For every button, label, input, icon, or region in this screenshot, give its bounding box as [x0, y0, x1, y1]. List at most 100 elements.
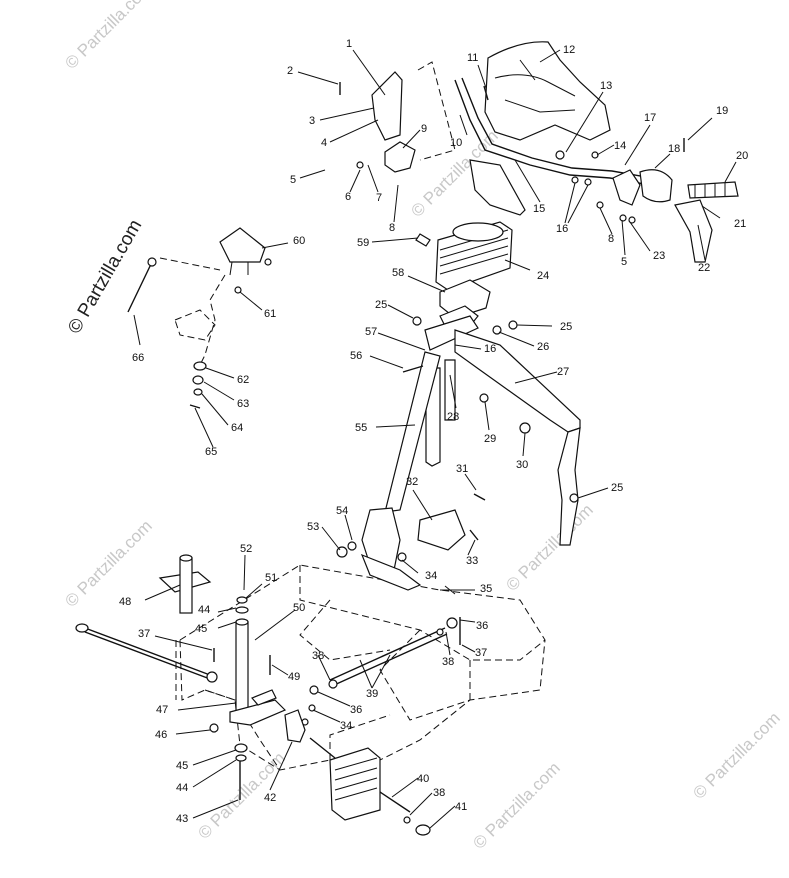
mount-bracket [384, 141, 416, 173]
callout-label: 62 [237, 374, 249, 386]
callout-label: 3 [309, 115, 315, 127]
throttle-bracket [371, 71, 403, 141]
callout-label: 5 [290, 174, 296, 186]
handlebar-pad [484, 41, 611, 141]
callout-label: 8 [608, 233, 614, 245]
callout-label: 28 [447, 411, 459, 423]
callout-label: 15 [533, 203, 545, 215]
callout-label: 20 [736, 150, 748, 162]
callout-label: 9 [421, 123, 427, 135]
callout-label: 48 [119, 596, 131, 608]
handlebar-riser [469, 159, 526, 216]
callout-label: 2 [287, 65, 293, 77]
switch-housing [639, 169, 673, 203]
callout-label: 49 [288, 671, 300, 683]
callout-label: 53 [307, 521, 319, 533]
callout-label: 51 [265, 572, 277, 584]
callout-label: 46 [155, 729, 167, 741]
callout-label: 42 [264, 792, 276, 804]
callout-label: 18 [668, 143, 680, 155]
callout-label: 12 [563, 44, 575, 56]
callout-label: 16 [556, 223, 568, 235]
callout-label: 31 [456, 463, 468, 475]
callout-label: 25 [560, 321, 572, 333]
callout-label: 39 [366, 688, 378, 700]
callout-label: 36 [476, 620, 488, 632]
callout-label: 61 [264, 308, 276, 320]
pedal-assembly [75, 554, 461, 836]
callout-label: 65 [205, 446, 217, 458]
callout-label: 43 [176, 813, 188, 825]
callout-label: 4 [321, 137, 327, 149]
callout-label: 7 [376, 192, 382, 204]
callout-label: 10 [450, 137, 462, 149]
callout-label: 30 [516, 459, 528, 471]
callout-label: 38 [442, 656, 454, 668]
callout-label: 34 [340, 720, 352, 732]
callout-label: 58 [392, 267, 404, 279]
callout-label: 19 [716, 105, 728, 117]
callout-label: 8 [389, 222, 395, 234]
callout-label: 52 [240, 543, 252, 555]
steering-column [336, 316, 581, 595]
callout-label: 66 [132, 352, 144, 364]
callout-labels: 1 2 3 4 5 6 7 8 9 10 11 12 13 14 15 16 1… [119, 38, 748, 825]
callout-label: 41 [455, 801, 467, 813]
callout-label: 47 [156, 704, 168, 716]
callout-label: 16 [484, 343, 496, 355]
callout-label: 55 [355, 422, 367, 434]
callout-label: 14 [614, 140, 626, 152]
callout-label: 37 [475, 647, 487, 659]
callout-label: 64 [231, 422, 243, 434]
callout-label: 5 [621, 256, 627, 268]
callout-label: 27 [557, 366, 569, 378]
callout-label: 29 [484, 433, 496, 445]
callout-label: 34 [425, 570, 437, 582]
callout-label: 23 [653, 250, 665, 262]
callout-label: 11 [467, 52, 478, 64]
watermark: © Partzilla.com [689, 708, 783, 802]
callout-label: 37 [138, 628, 150, 640]
callout-label: 24 [537, 270, 549, 282]
steering-boot [415, 221, 513, 291]
callout-label: 1 [346, 38, 352, 50]
watermark: © Partzilla.com [61, 0, 155, 73]
callout-label: 38 [433, 787, 445, 799]
callout-label: 59 [357, 237, 369, 249]
callout-label: 38 [312, 650, 324, 662]
upper-clamp [424, 279, 491, 351]
callout-label: 6 [345, 191, 351, 203]
callout-label: 57 [365, 326, 377, 338]
callout-label: 56 [350, 350, 362, 362]
handlebar-assembly [339, 41, 739, 263]
watermark-main: © Partzilla.com [64, 216, 146, 337]
callout-label: 50 [293, 602, 305, 614]
callout-label: 54 [336, 505, 348, 517]
callout-label: 36 [350, 704, 362, 716]
watermark: © Partzilla.com [502, 500, 596, 594]
callout-label: 17 [644, 112, 656, 124]
callout-label: 25 [375, 299, 387, 311]
callout-label: 45 [176, 760, 188, 772]
leader-lines [133, 49, 737, 829]
callout-label: 13 [600, 80, 612, 92]
callout-label: 44 [176, 782, 188, 794]
callout-label: 26 [537, 341, 549, 353]
vehicle-frame-outline [175, 564, 546, 771]
callout-label: 25 [611, 482, 623, 494]
callout-label: 63 [237, 398, 249, 410]
callout-label: 60 [293, 235, 305, 247]
callout-label: 40 [417, 773, 429, 785]
callout-label: 35 [480, 583, 492, 595]
callout-label: 33 [466, 555, 478, 567]
callout-label: 45 [195, 623, 207, 635]
callout-label: 32 [406, 476, 418, 488]
callout-label: 22 [698, 262, 710, 274]
watermark: © Partzilla.com [469, 758, 563, 852]
callout-label: 44 [198, 604, 210, 616]
callout-label: 21 [734, 218, 746, 230]
watermark: © Partzilla.com [61, 516, 155, 610]
throttle-housing [612, 169, 641, 206]
light-assembly [127, 227, 272, 409]
